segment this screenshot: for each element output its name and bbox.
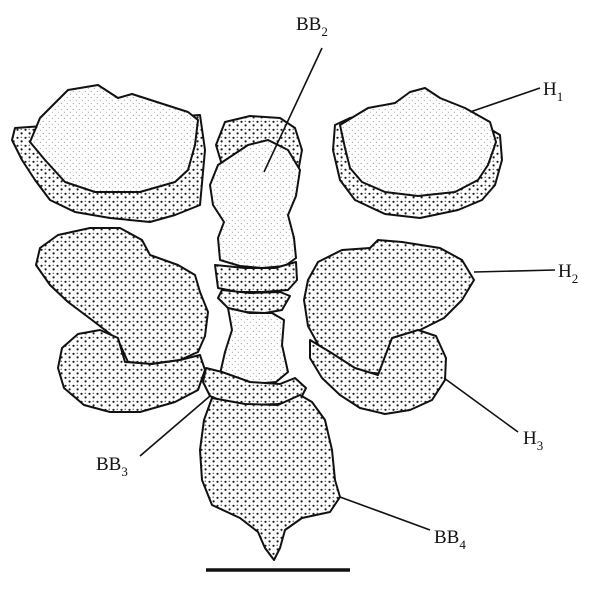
label-h3: H3 (523, 428, 543, 453)
h3-leader-line (444, 378, 518, 432)
h2-left-element (36, 228, 208, 364)
bb4-leader-line (340, 497, 430, 530)
h1-left-element (12, 85, 205, 222)
h1-right-element (333, 88, 502, 218)
h1-leader-line (470, 88, 540, 112)
bb-narrow-segment (220, 308, 288, 384)
label-h1: H1 (543, 79, 563, 104)
label-bb3: BB3 (96, 454, 128, 479)
bb4-element (200, 395, 340, 560)
h2-leader-line (474, 270, 555, 272)
label-bb2: BB2 (296, 14, 328, 39)
h1-right-upper-plate (340, 88, 496, 196)
label-bb4: BB4 (434, 527, 466, 552)
label-h2: H2 (558, 261, 578, 286)
